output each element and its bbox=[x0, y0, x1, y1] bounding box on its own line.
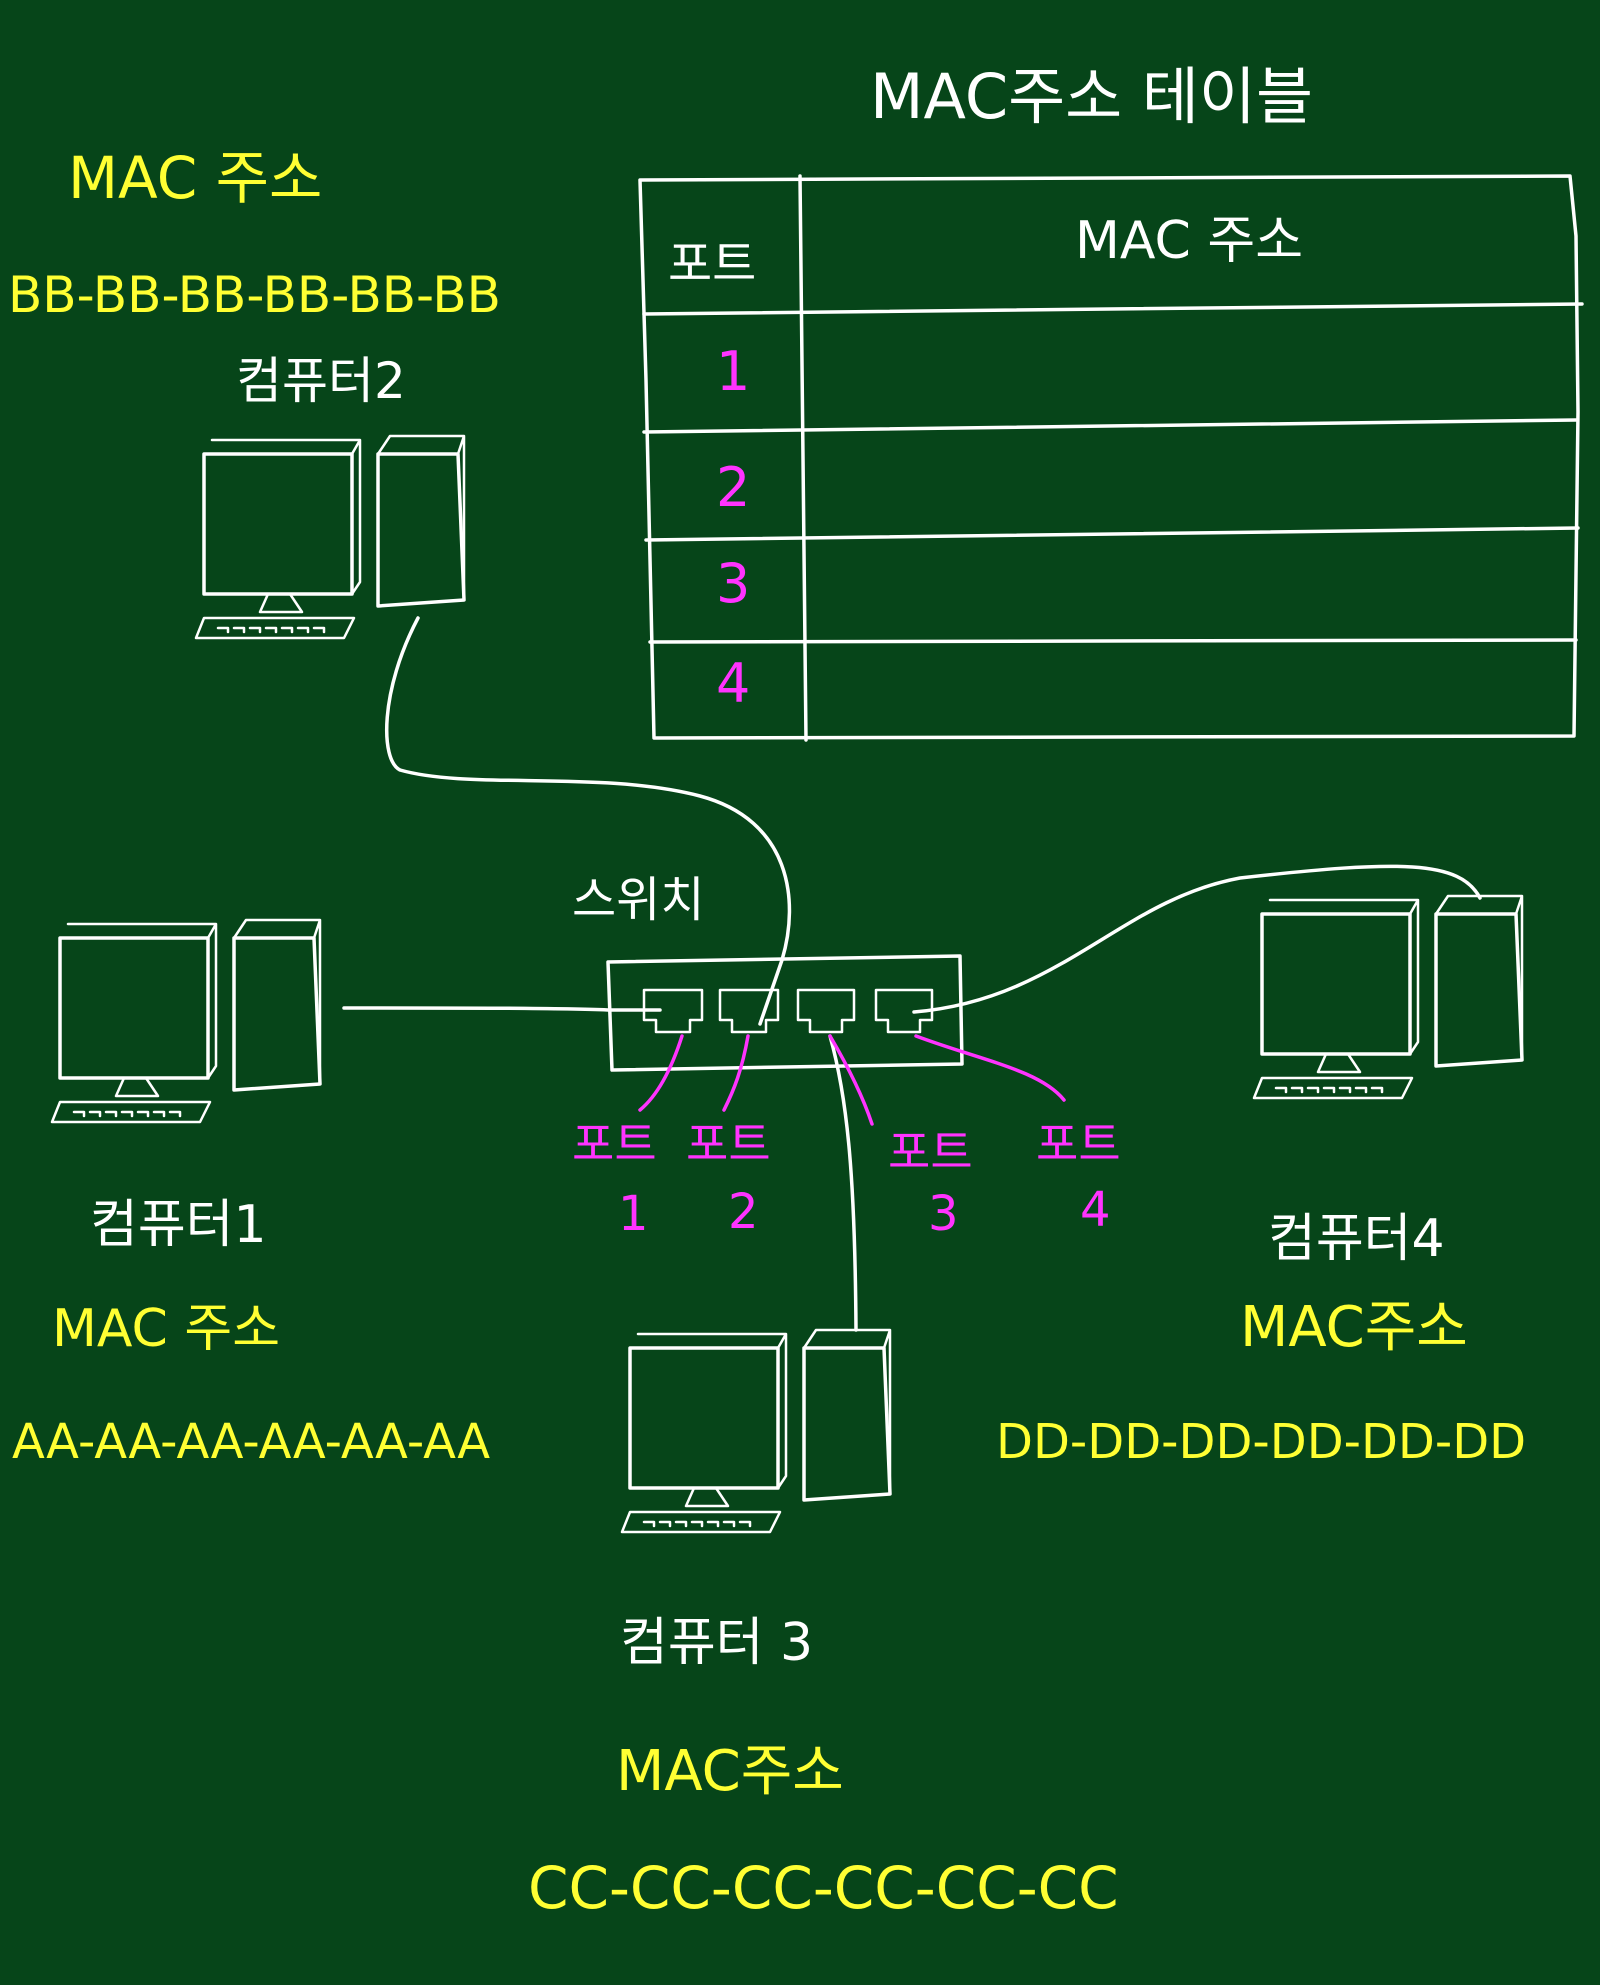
table-header-rule bbox=[642, 302, 1584, 316]
switch-port-2 bbox=[718, 988, 780, 1034]
port-pointers bbox=[638, 1034, 1066, 1126]
port-1-label: 포트 bbox=[572, 1117, 657, 1171]
port-4-label: 포트 bbox=[1036, 1117, 1121, 1171]
computer-2: MAC 주소 BB-BB-BB-BB-BB-BB 컴퓨터2 bbox=[8, 144, 501, 640]
computer-4-mac: DD-DD-DD-DD-DD-DD bbox=[996, 1414, 1526, 1470]
computer-3-mac-label: MAC주소 bbox=[616, 1739, 844, 1804]
switch-port-1 bbox=[642, 988, 704, 1034]
port-2-label: 포트 bbox=[686, 1117, 771, 1171]
cable-computer3 bbox=[828, 1034, 858, 1332]
table-header-mac: MAC 주소 bbox=[1075, 211, 1303, 271]
table-column-divider bbox=[798, 174, 808, 742]
computer-3: 컴퓨터 3 MAC주소 CC-CC-CC-CC-CC-CC bbox=[528, 1328, 1119, 1922]
computer-4-icon bbox=[1252, 894, 1524, 1100]
table-row-port-1: 1 bbox=[716, 340, 750, 403]
cable-computer4 bbox=[912, 864, 1482, 1014]
port-3-number: 3 bbox=[928, 1186, 959, 1242]
cable-computer1 bbox=[342, 1006, 662, 1012]
table-row-port-4: 4 bbox=[716, 652, 750, 715]
switch: 스위치 bbox=[572, 872, 964, 1072]
computer-3-icon bbox=[620, 1328, 892, 1534]
computer-1: 컴퓨터1 MAC 주소 AA-AA-AA-AA-AA-AA bbox=[12, 918, 490, 1470]
computer-2-name: 컴퓨터2 bbox=[236, 352, 406, 410]
port-2-number: 2 bbox=[728, 1184, 759, 1240]
computer-1-mac: AA-AA-AA-AA-AA-AA bbox=[12, 1414, 490, 1470]
computer-1-name: 컴퓨터1 bbox=[90, 1195, 267, 1255]
port-3-label: 포트 bbox=[888, 1125, 973, 1179]
port-1-number: 1 bbox=[618, 1186, 649, 1242]
computer-1-mac-label: MAC 주소 bbox=[52, 1299, 280, 1359]
computer-2-mac-label: MAC 주소 bbox=[68, 144, 322, 212]
computer-2-mac: BB-BB-BB-BB-BB-BB bbox=[8, 266, 501, 324]
computer-1-icon bbox=[50, 918, 322, 1124]
computer-2-icon bbox=[194, 434, 466, 640]
mac-address-table: MAC주소 테이블 포트 MAC 주소 1 2 3 4 bbox=[638, 60, 1584, 742]
port-labels: 포트 1 포트 2 포트 3 포트 4 bbox=[572, 1117, 1121, 1242]
switch-label: 스위치 bbox=[572, 872, 704, 928]
computer-3-name: 컴퓨터 3 bbox=[620, 1613, 813, 1673]
port-4-number: 4 bbox=[1080, 1182, 1111, 1238]
table-row-port-2: 2 bbox=[716, 456, 750, 519]
cable-computer2 bbox=[384, 616, 792, 1026]
table-row-port-3: 3 bbox=[716, 552, 750, 615]
cables bbox=[342, 616, 1482, 1332]
table-title: MAC주소 테이블 bbox=[870, 60, 1313, 133]
computer-4-name: 컴퓨터4 bbox=[1268, 1209, 1445, 1269]
computer-4-mac-label: MAC주소 bbox=[1240, 1295, 1468, 1360]
table-header-port: 포트 bbox=[668, 236, 756, 292]
computer-4: 컴퓨터4 MAC주소 DD-DD-DD-DD-DD-DD bbox=[996, 894, 1526, 1470]
switch-port-4 bbox=[874, 988, 934, 1034]
computer-3-mac: CC-CC-CC-CC-CC-CC bbox=[528, 1854, 1119, 1922]
switch-port-3 bbox=[796, 988, 856, 1034]
